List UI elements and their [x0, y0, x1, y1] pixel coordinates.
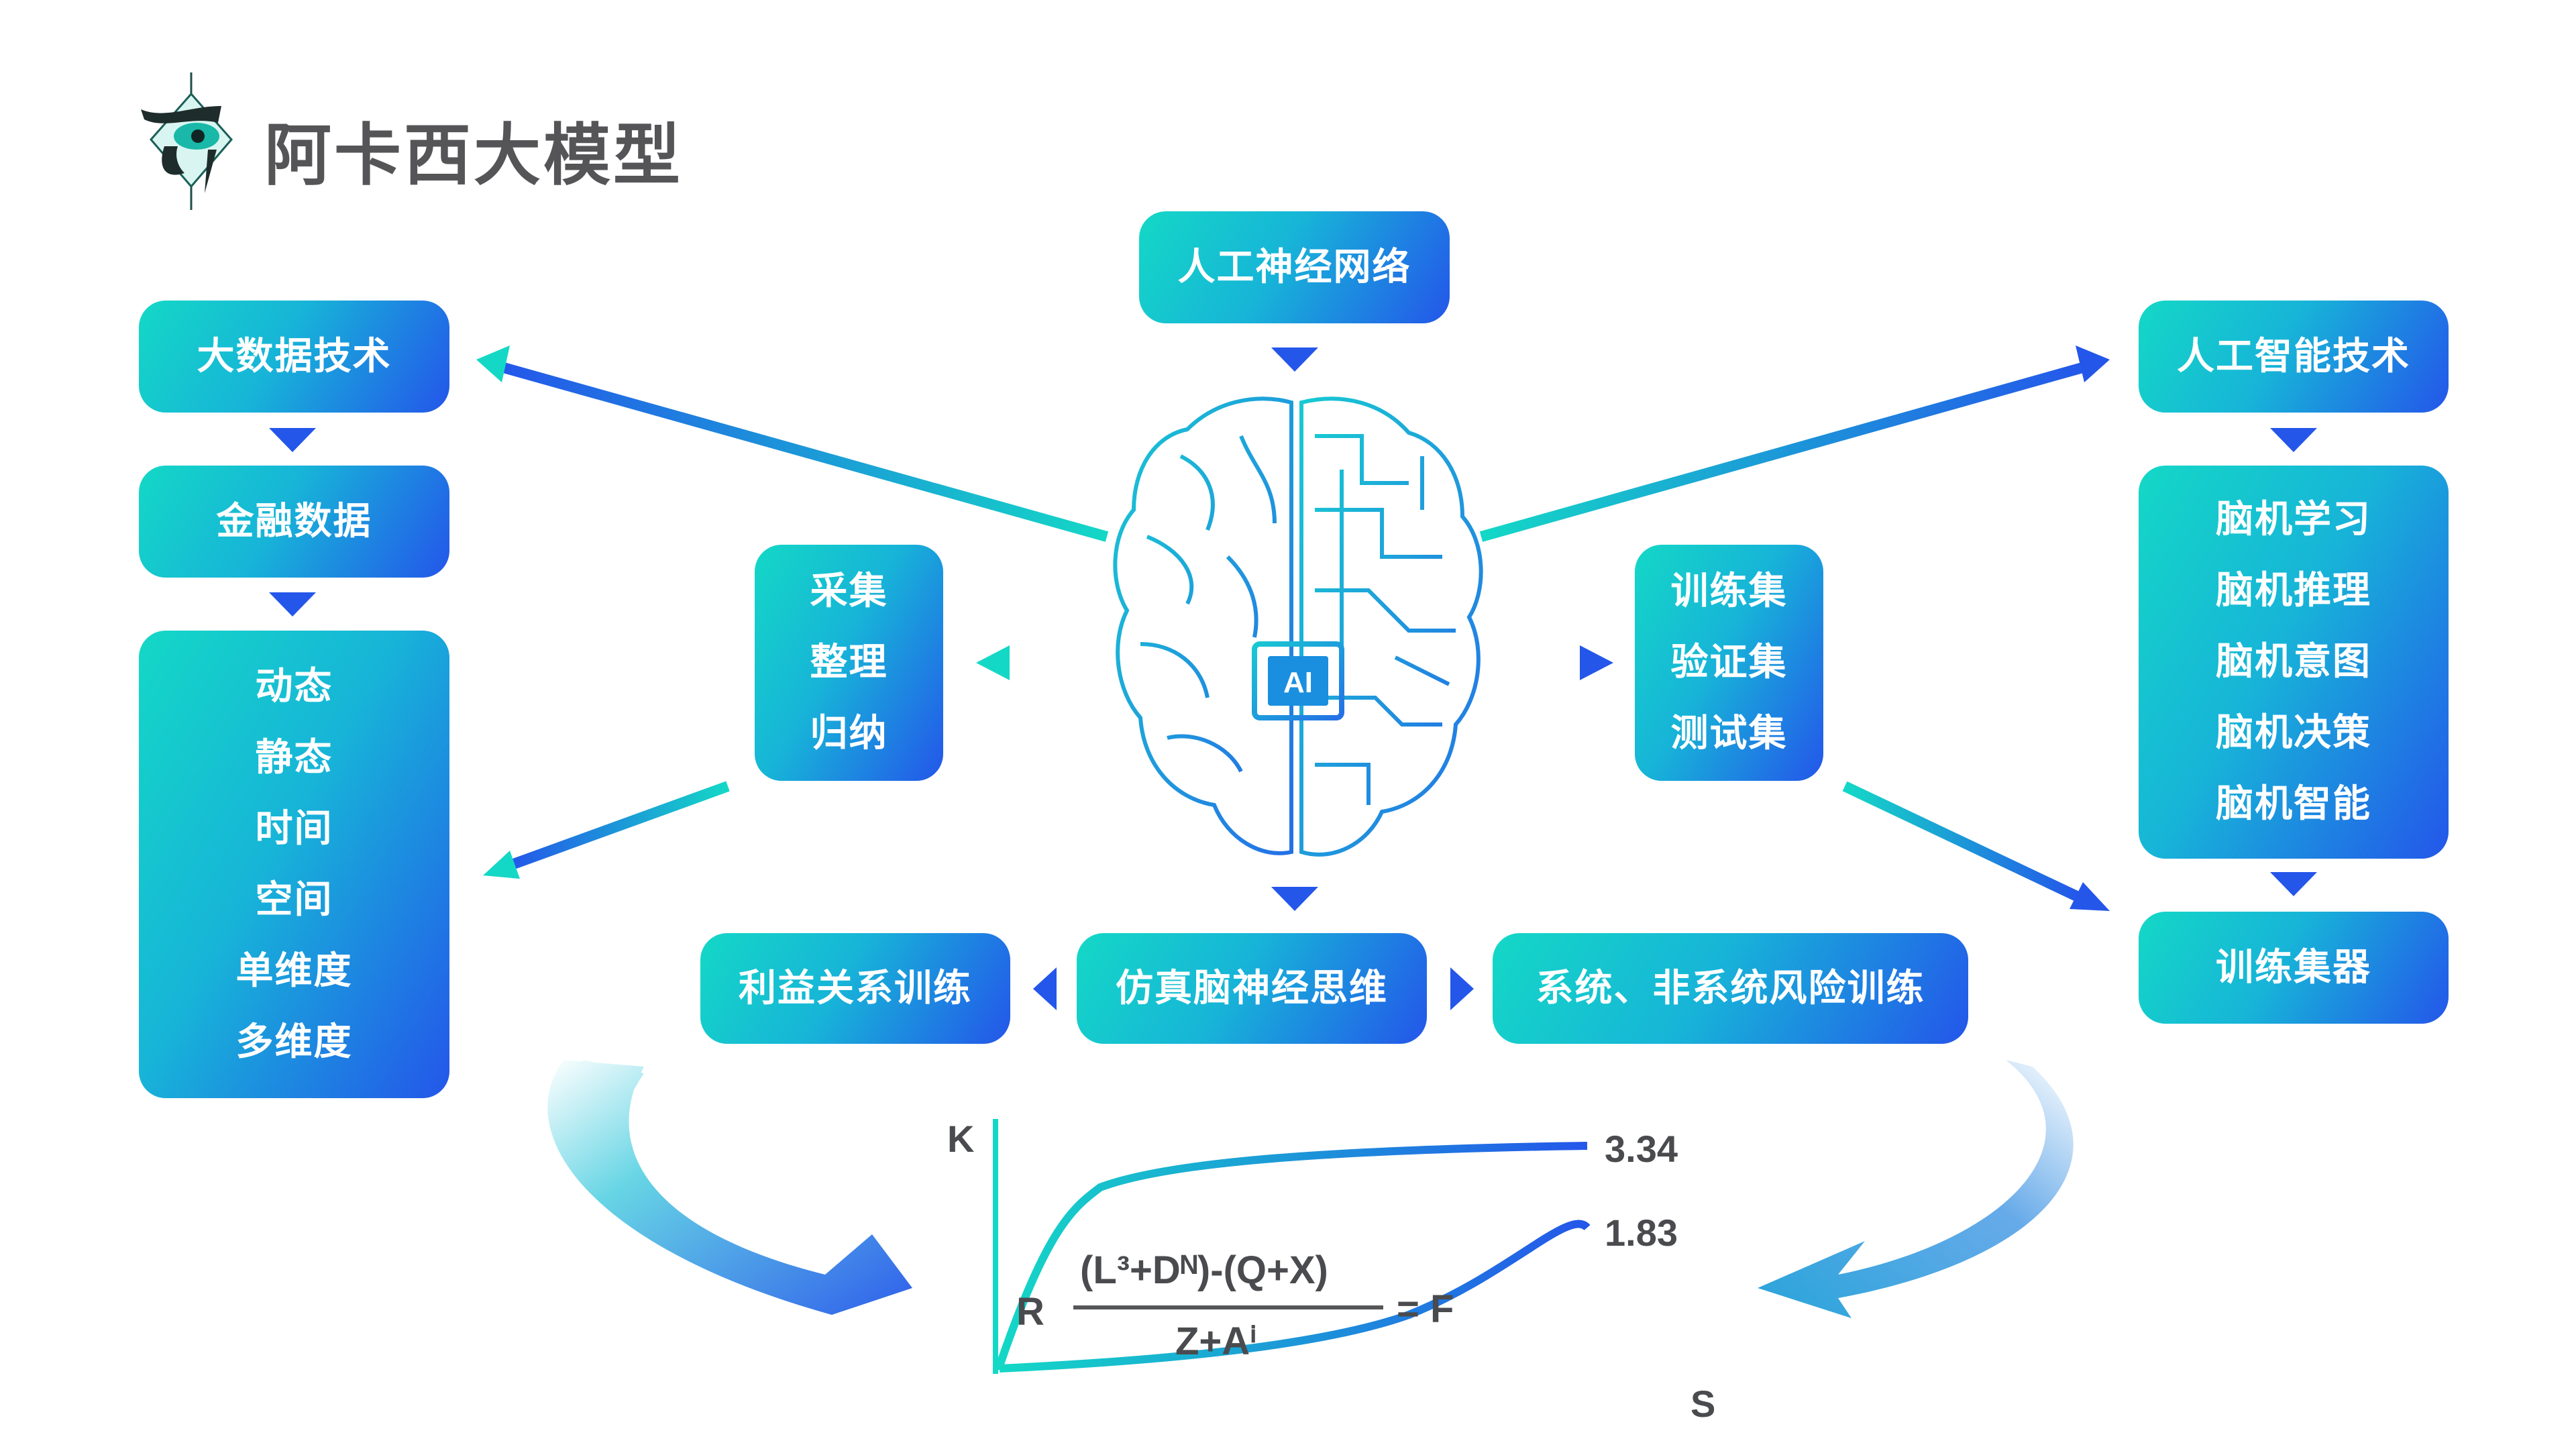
list-item: 脑机推理 [2216, 569, 2371, 612]
node-financial-data: 金融数据 [139, 466, 449, 578]
list-item: 测试集 [1670, 712, 1788, 755]
list-item: 验证集 [1670, 641, 1788, 684]
node-big-data: 大数据技术 [139, 301, 449, 413]
brain-circuit-illustration [1113, 396, 1483, 857]
list-item: 时间 [255, 806, 333, 851]
series-lower-line [999, 1220, 1591, 1373]
node-label: 金融数据 [216, 499, 372, 543]
list-item: 采集 [810, 570, 888, 613]
arrow-brain-to-bigdata [476, 345, 1109, 542]
node-neural-network: 人工神经网络 [1139, 211, 1450, 323]
list-item: 单维度 [235, 949, 353, 993]
node-label: 利益关系训练 [739, 966, 972, 1010]
page-title: 阿卡西大模型 [264, 116, 683, 195]
series-upper-line [994, 1142, 1588, 1371]
list-item: 脑机决策 [2216, 711, 2371, 755]
node-label: 仿真脑神经思维 [1116, 966, 1388, 1010]
node-interest-training: 利益关系训练 [700, 933, 1010, 1044]
eye-of-horus-logo [141, 72, 233, 210]
node-brain-simulation: 仿真脑神经思维 [1077, 933, 1427, 1044]
list-item: 多维度 [235, 1020, 353, 1064]
arrow-trainset-to-trainer [1842, 781, 2110, 911]
list-item: 脑机意图 [2216, 640, 2371, 684]
node-label: 训练集器 [2216, 945, 2371, 989]
formula-denominator: Z+Aⁱ [1175, 1320, 1257, 1363]
y-axis-label: K [947, 1118, 975, 1160]
list-item: 归纳 [810, 712, 888, 755]
curved-arrow-right [1758, 1060, 2074, 1318]
arrow-brain-to-collect [976, 645, 1077, 680]
series-lower-end-label: 1.83 [1605, 1212, 1678, 1254]
node-collect-organize: 采集 整理 归纳 [755, 545, 943, 781]
list-item: 脑机智能 [2216, 782, 2371, 826]
list-item: 空间 [255, 877, 333, 922]
formula-prefix: R [1016, 1290, 1044, 1334]
formula-suffix: = F [1397, 1287, 1454, 1331]
curved-arrow-left [547, 1060, 912, 1315]
node-label: 系统、非系统风险训练 [1536, 966, 1925, 1010]
node-label: 人工智能技术 [2177, 334, 2410, 378]
arrow-brain-to-ai-tech [1479, 345, 2110, 542]
list-item: 静态 [255, 735, 333, 780]
x-axis-label: S [1690, 1383, 1716, 1425]
list-item: 脑机学习 [2216, 498, 2371, 541]
node-trainer: 训练集器 [2139, 912, 2449, 1024]
formula-chart [993, 1119, 1719, 1376]
down-triangle-icons [269, 347, 2317, 1010]
formula-numerator: (L³+Dᴺ)-(Q+X) [1080, 1248, 1328, 1292]
node-label: 人工神经网络 [1177, 245, 1411, 289]
node-data-dimensions: 动态 静态 时间 空间 单维度 多维度 [139, 631, 449, 1098]
node-datasets: 训练集 验证集 测试集 [1635, 545, 1823, 781]
node-ai-technology: 人工智能技术 [2139, 301, 2449, 413]
node-label: 大数据技术 [197, 334, 392, 378]
series-upper-end-label: 3.34 [1605, 1128, 1678, 1170]
arrow-brain-to-trainset [1509, 645, 1613, 680]
arrow-collect-to-list [483, 781, 730, 879]
node-bci-capabilities: 脑机学习 脑机推理 脑机意图 脑机决策 脑机智能 [2139, 466, 2449, 859]
brain-chip-label: AI [1283, 666, 1313, 699]
list-item: 整理 [810, 641, 888, 684]
list-item: 训练集 [1670, 570, 1788, 613]
list-item: 动态 [255, 664, 333, 708]
node-risk-training: 系统、非系统风险训练 [1493, 933, 1968, 1044]
